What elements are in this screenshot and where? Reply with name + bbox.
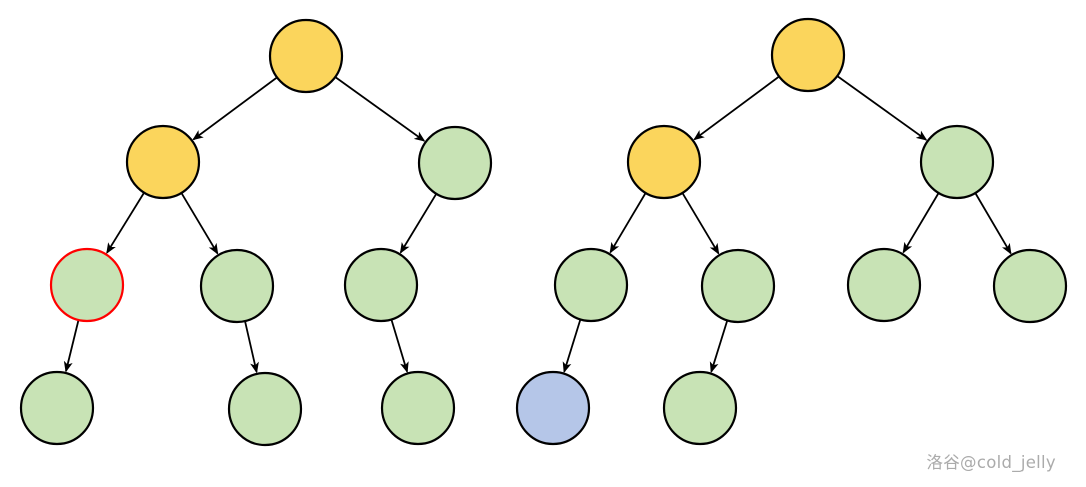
edge-a1-a3 <box>334 76 426 142</box>
tree-node-b6-green <box>846 247 922 323</box>
tree-node-a8-green <box>227 371 303 447</box>
tree-node-b3-green <box>919 124 995 200</box>
tree-node-b1-yellow <box>770 17 846 93</box>
edge-a1-a2 <box>192 76 278 141</box>
edge-a2-a4 <box>106 192 145 254</box>
edge-b2-b5 <box>681 192 720 255</box>
tree-node-a6-green <box>343 247 419 323</box>
edge-b2-b4 <box>609 192 647 254</box>
tree-node-b4-green <box>553 247 629 323</box>
edge-b1-b2 <box>693 75 780 141</box>
edge-b4-b8 <box>562 319 582 374</box>
tree-node-a1-yellow <box>268 18 344 94</box>
edge-a6-a9 <box>390 319 409 374</box>
tree-node-b5-green <box>700 248 776 324</box>
tree-node-a2-yellow <box>125 124 201 200</box>
tree-node-b2-yellow <box>626 124 702 200</box>
edge-b3-b7 <box>974 192 1012 255</box>
tree-node-b8-blue <box>515 370 591 446</box>
edge-b3-b6 <box>902 192 940 254</box>
edge-a5-a8 <box>244 320 259 374</box>
tree-node-a4-green-highlighted <box>49 247 125 323</box>
tree-node-a7-green <box>19 370 95 446</box>
left-tree <box>19 18 493 447</box>
edge-b1-b3 <box>836 75 928 141</box>
watermark: 洛谷@cold_jelly <box>926 453 1056 472</box>
edge-a3-a6 <box>399 193 438 254</box>
edge-b5-b9 <box>709 320 729 374</box>
tree-node-b9-green <box>662 370 738 446</box>
tree-node-a5-green <box>199 248 275 324</box>
edge-a4-a7 <box>63 319 80 373</box>
right-tree <box>515 17 1068 446</box>
edge-a2-a5 <box>180 192 219 255</box>
tree-node-a3-green <box>417 125 493 201</box>
tree-node-b7-green <box>992 248 1068 324</box>
tree-node-a9-green <box>380 370 456 446</box>
